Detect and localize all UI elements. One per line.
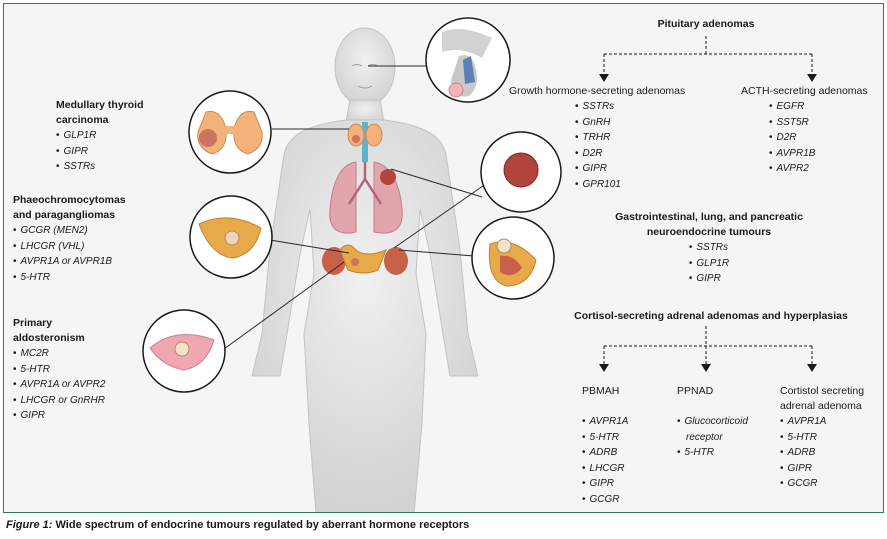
list-item: MC2R	[13, 346, 105, 362]
acth-list: EGFR SST5R D2R AVPR1B AVPR2	[769, 99, 868, 177]
list-item: Glucocorticoid receptor	[677, 414, 759, 445]
adrenal-adenoma-circle	[471, 216, 555, 300]
list-item: GIPR	[689, 271, 729, 287]
lung-tumour	[380, 169, 396, 185]
list-item: AVPR2	[769, 161, 868, 177]
aldo-block: Primary aldosteronism MC2R 5-HTR AVPR1A …	[13, 316, 105, 424]
list-item: SSTRs	[56, 159, 144, 175]
list-item: GIPR	[13, 408, 105, 424]
gh-list: SSTRs GnRH TRHR D2R GIPR GPR101	[575, 99, 685, 193]
gep-title-1: Gastrointestinal, lung, and pancreatic	[615, 211, 803, 223]
list-item: SST5R	[769, 115, 868, 131]
list-item: GIPR	[582, 476, 628, 492]
list-item: GIPR	[56, 144, 144, 160]
list-item: GCGR	[582, 492, 628, 508]
adrenals-kidneys	[322, 244, 408, 275]
gh-title: Growth hormone-secreting adenomas	[509, 85, 686, 97]
adenoma-title-2: adrenal adenoma	[780, 400, 862, 412]
list-item: 5-HTR	[13, 362, 105, 378]
list-item: GnRH	[575, 115, 685, 131]
list-item: 5-HTR	[582, 430, 628, 446]
pbmah-block: PBMAH AVPR1A 5-HTR ADRB LHCGR GIPR GCGR	[582, 384, 628, 508]
list-item: 5-HTR	[13, 270, 126, 286]
mtc-title-2: carcinoma	[56, 114, 109, 126]
pheo-title-1: Phaeochromocytomas	[13, 194, 126, 206]
list-item: GIPR	[780, 461, 864, 477]
gep-title-2: neuroendocrine tumours	[646, 226, 772, 238]
acth-block: ACTH-secreting adenomas EGFR SST5R D2R A…	[741, 84, 868, 177]
pheo-list: GCGR (MEN2) LHCGR (VHL) AVPR1A or AVPR1B…	[13, 223, 126, 285]
pituitary-arrows	[603, 36, 813, 76]
list-item: GLP1R	[689, 256, 729, 272]
aldosteronism-circle	[142, 309, 226, 393]
mtc-title-1: Medullary thyroid	[56, 99, 144, 111]
acth-title: ACTH-secreting adenomas	[741, 85, 868, 97]
arrowheads	[599, 74, 817, 372]
mtc-block: Medullary thyroid carcinoma GLP1R GIPR S…	[56, 98, 144, 175]
ppnad-title: PPNAD	[677, 385, 714, 397]
list-item: ADRB	[582, 445, 628, 461]
list-item: EGFR	[769, 99, 868, 115]
list-item: GPR101	[575, 177, 685, 193]
gep-list: SSTRs GLP1R GIPR	[689, 240, 729, 287]
list-item: AVPR1A	[582, 414, 629, 430]
pbmah-list: AVPR1A 5-HTR ADRB LHCGR GIPR GCGR	[582, 414, 629, 508]
adenoma-block: Cortistol secreting adrenal adenoma AVPR…	[780, 384, 864, 492]
cortisol-arrows	[603, 326, 813, 366]
list-item: LHCGR	[582, 461, 628, 477]
mtc-list: GLP1R GIPR SSTRs	[56, 128, 144, 175]
pbmah-title: PBMAH	[582, 385, 620, 397]
aldo-title-2: aldosteronism	[13, 332, 85, 344]
list-item: D2R	[769, 130, 868, 146]
list-item: AVPR1A or AVPR2	[13, 377, 106, 393]
lung-tumour-circle	[480, 131, 562, 213]
list-item: AVPR1A or AVPR1B	[13, 254, 126, 270]
lungs	[329, 149, 403, 234]
figure-panel: Medullary thyroid carcinoma GLP1R GIPR S…	[3, 3, 884, 513]
list-item: SSTRs	[689, 240, 729, 256]
list-item: GIPR	[575, 161, 685, 177]
list-item: AVPR1A	[780, 414, 864, 430]
caption-label: Figure 1:	[6, 519, 53, 531]
gep-block: Gastrointestinal, lung, and pancreatic n…	[594, 210, 824, 287]
list-item: GLP1R	[56, 128, 144, 144]
leader-lines	[223, 65, 501, 350]
pheo-block: Phaeochromocytomas and paragangliomas GC…	[13, 193, 126, 285]
adenoma-list: AVPR1A 5-HTR ADRB GIPR GCGR	[780, 414, 864, 492]
list-item: SSTRs	[575, 99, 685, 115]
figure-caption: Figure 1: Wide spectrum of endocrine tum…	[6, 519, 469, 531]
list-item: LHCGR (VHL)	[13, 239, 126, 255]
thyroid-circle	[188, 90, 272, 174]
list-item: 5-HTR	[780, 430, 864, 446]
list-item: 5-HTR	[677, 445, 759, 461]
aldo-title-1: Primary	[13, 317, 53, 329]
ppnad-list: Glucocorticoid receptor 5-HTR	[677, 414, 759, 461]
anatomy-illustration	[142, 17, 817, 512]
pheo-title-2: and paragangliomas	[13, 209, 116, 221]
cortisol-title: Cortisol-secreting adrenal adenomas and …	[574, 310, 848, 322]
phaeochromocytoma-circle	[189, 195, 273, 279]
adenoma-title-1: Cortistol secreting	[780, 385, 865, 397]
gh-block: Growth hormone-secreting adenomas SSTRs …	[509, 84, 685, 193]
aldo-list: MC2R 5-HTR AVPR1A or AVPR2 LHCGR or GnRH…	[13, 346, 106, 424]
pituitary-title: Pituitary adenomas	[657, 18, 755, 30]
list-item: D2R	[575, 146, 685, 162]
ppnad-block: PPNAD Glucocorticoid receptor 5-HTR	[677, 384, 759, 461]
list-item: AVPR1B	[769, 146, 868, 162]
caption-text: Wide spectrum of endocrine tumours regul…	[52, 519, 470, 531]
list-item: GCGR	[780, 476, 864, 492]
list-item: TRHR	[575, 130, 685, 146]
list-item: ADRB	[780, 445, 864, 461]
trachea	[362, 122, 368, 162]
pituitary-circle	[425, 17, 511, 103]
list-item: GCGR (MEN2)	[13, 223, 126, 239]
list-item: LHCGR or GnRHR	[13, 393, 105, 409]
body-silhouette	[251, 27, 479, 512]
thyroid-gland	[347, 123, 383, 147]
